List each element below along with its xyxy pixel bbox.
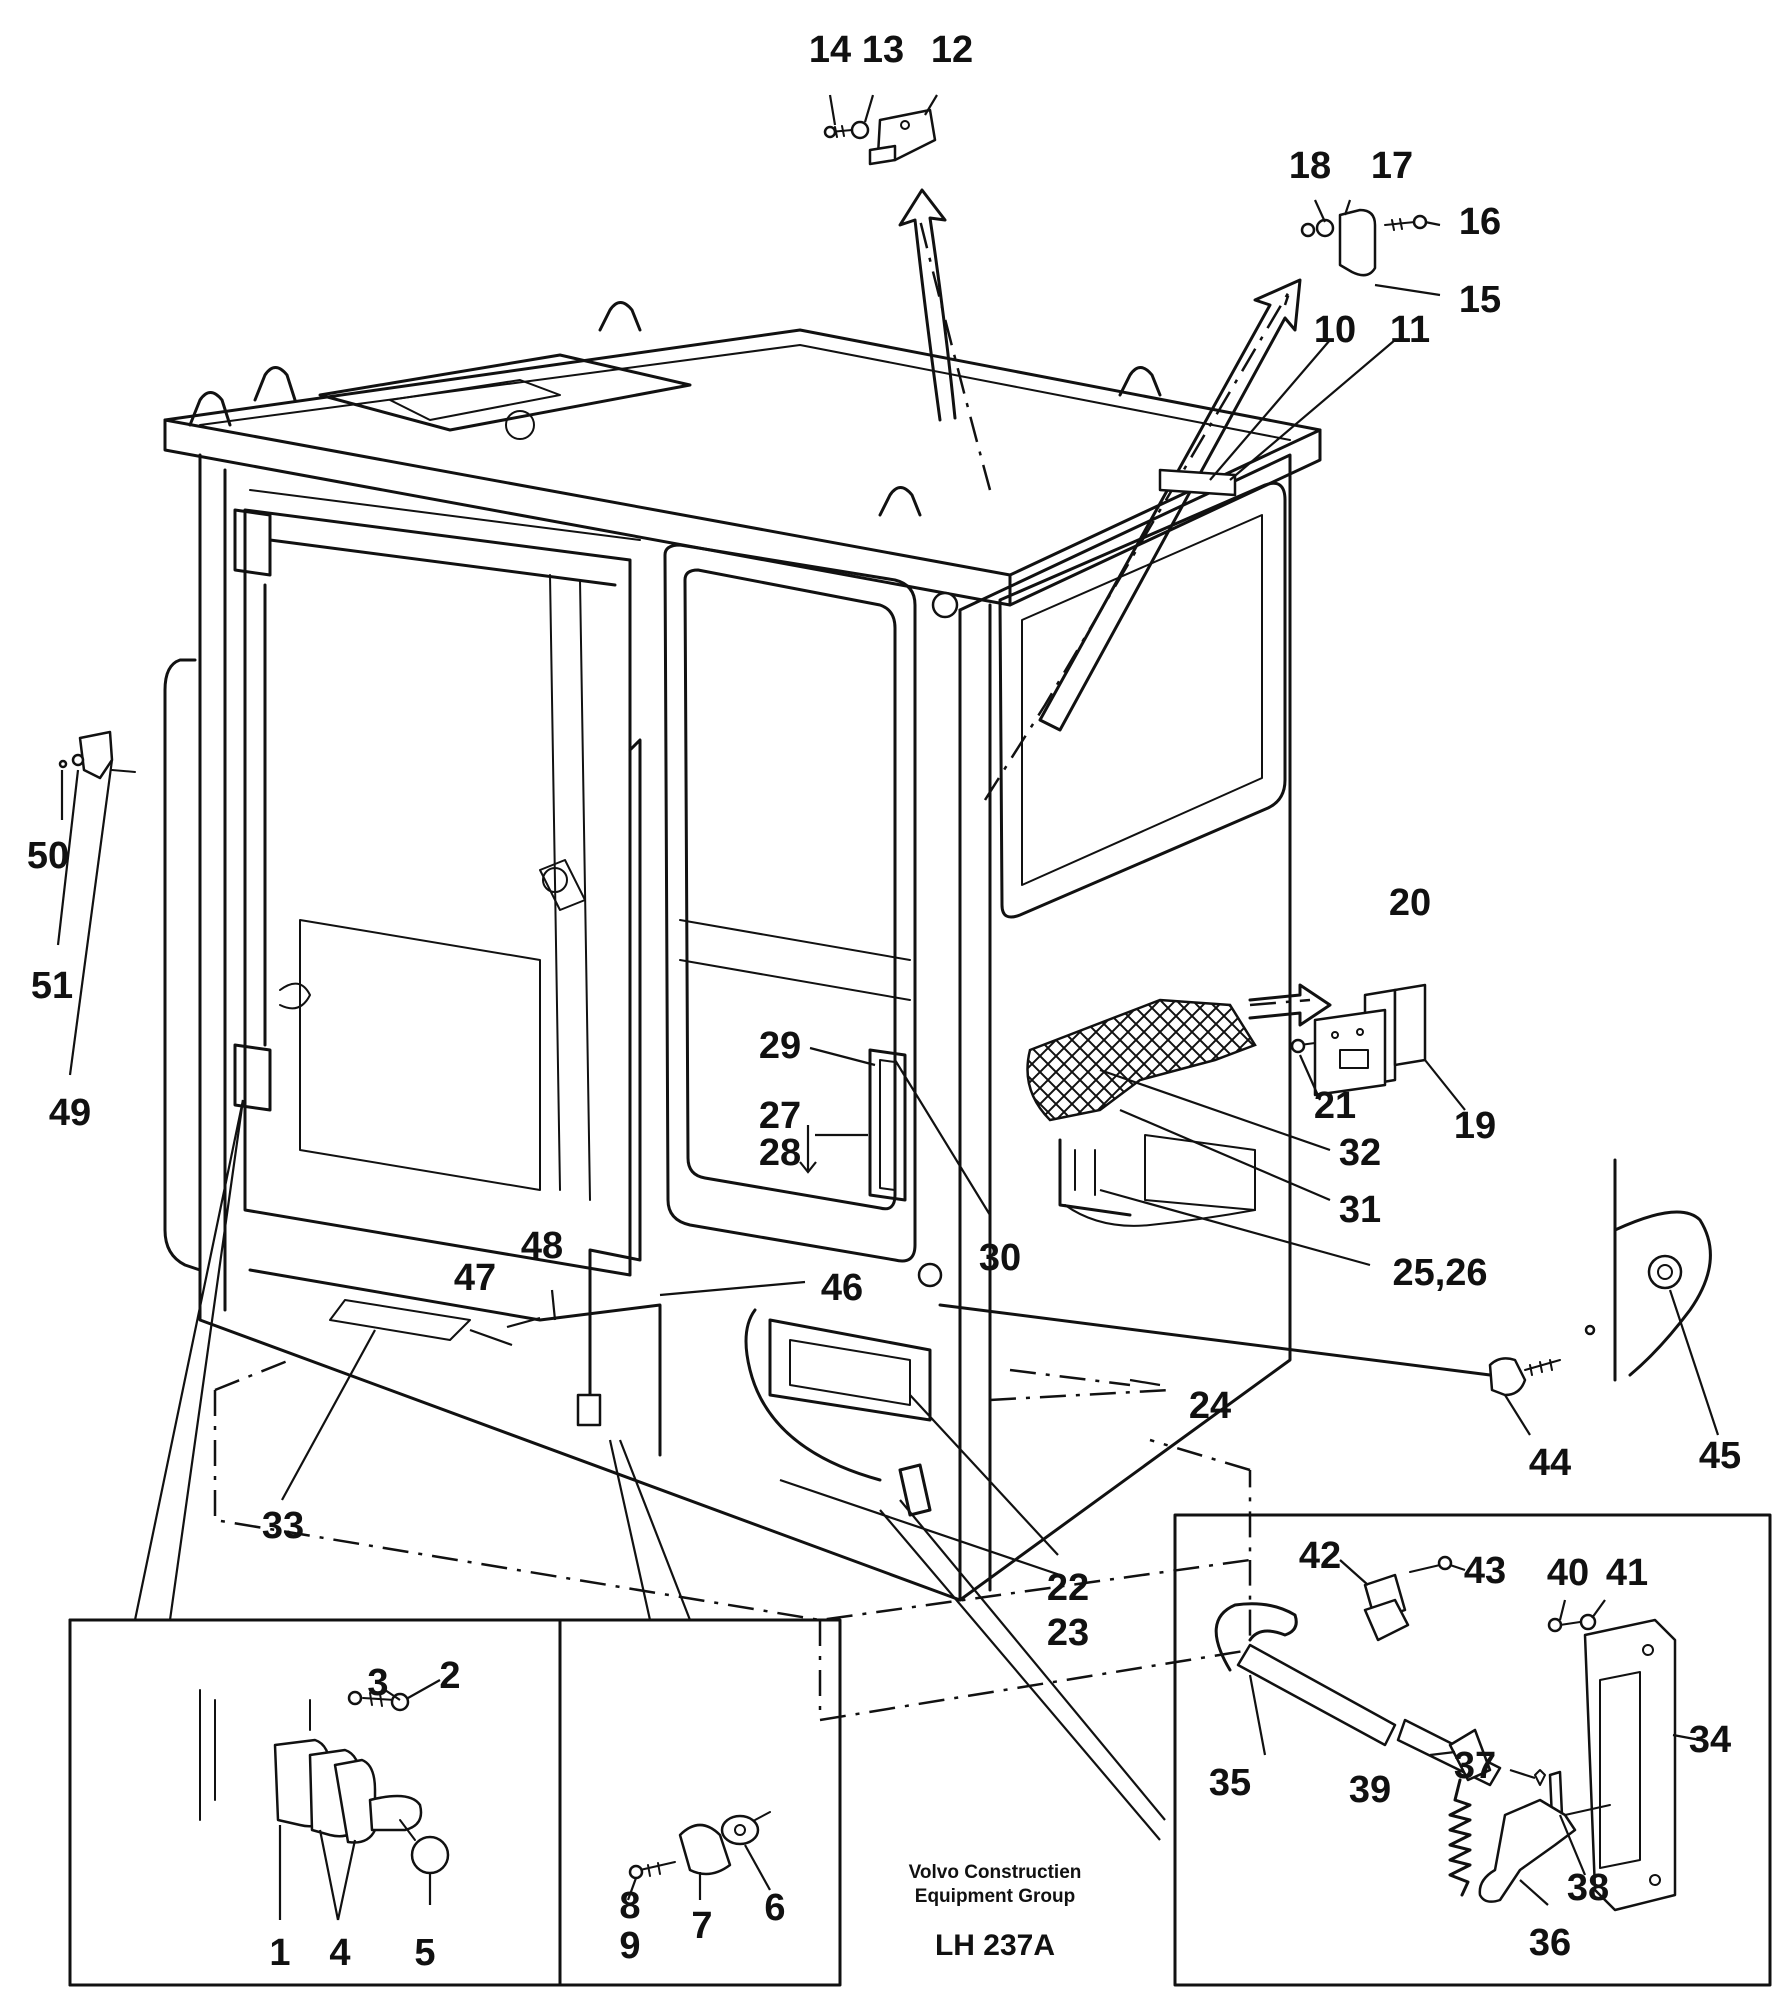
callout-25-26: 25,26 [1392, 1252, 1487, 1294]
callout-32: 32 [1339, 1132, 1381, 1174]
callout-14: 14 [809, 29, 851, 71]
callout-51: 51 [31, 965, 73, 1007]
leader-lines [56, 94, 1720, 1921]
clip-49-parts [58, 730, 136, 780]
callout-39: 39 [1349, 1769, 1391, 1811]
callout-29: 29 [759, 1025, 801, 1067]
callout-28: 28 [759, 1132, 801, 1174]
callout-16: 16 [1459, 201, 1501, 243]
drawing-code: LH 237A [935, 1929, 1055, 1962]
cab-body [163, 188, 1322, 1602]
hinge-detail-inset [68, 1099, 842, 1987]
bracket-12-parts [823, 108, 937, 166]
callout-22: 22 [1047, 1567, 1089, 1609]
callout-4: 4 [329, 1932, 350, 1974]
callout-34: 34 [1689, 1719, 1731, 1761]
callout-40: 40 [1547, 1552, 1589, 1594]
callout-17: 17 [1371, 145, 1413, 187]
callout-31: 31 [1339, 1189, 1381, 1231]
callout-1: 1 [269, 1932, 290, 1974]
callout-35: 35 [1209, 1762, 1251, 1804]
callout-20: 20 [1389, 882, 1431, 924]
callout-46: 46 [821, 1267, 863, 1309]
base-platform-outline [213, 1358, 1252, 1722]
callout-30: 30 [979, 1237, 1021, 1279]
callout-6: 6 [764, 1887, 785, 1929]
bracket-15-parts [1300, 208, 1428, 277]
callout-11: 11 [1390, 309, 1430, 351]
bracket-19-20-parts [1248, 983, 1427, 1097]
callout-44: 44 [1529, 1442, 1571, 1484]
callout-12: 12 [931, 29, 973, 71]
callout-18: 18 [1289, 145, 1331, 187]
drawing-credit: Volvo Constructien Equipment Group LH 23… [909, 1862, 1082, 1962]
callout-21: 21 [1314, 1085, 1356, 1127]
callout-10: 10 [1314, 309, 1356, 351]
callout-42: 42 [1299, 1535, 1341, 1577]
callout-36: 36 [1529, 1922, 1571, 1964]
callout-37: 37 [1454, 1745, 1496, 1787]
callout-24: 24 [1189, 1385, 1231, 1427]
callout-49: 49 [49, 1092, 91, 1134]
credit-company: Volvo Constructien [909, 1862, 1082, 1883]
callout-45: 45 [1699, 1435, 1741, 1477]
callout-labels: 14 13 12 18 17 16 15 10 11 50 51 49 20 2… [27, 29, 1741, 1974]
callout-27: 27 [759, 1095, 801, 1137]
callout-15: 15 [1459, 279, 1501, 321]
callout-5: 5 [414, 1932, 435, 1974]
credit-group: Equipment Group [915, 1886, 1075, 1907]
callout-3: 3 [367, 1662, 388, 1704]
callout-13: 13 [862, 29, 904, 71]
knob-44-45-parts [938, 1158, 1712, 1397]
callout-8: 8 [619, 1885, 640, 1927]
callout-38: 38 [1567, 1867, 1609, 1909]
callout-41: 41 [1606, 1552, 1648, 1594]
callout-33: 33 [262, 1505, 304, 1547]
callout-7: 7 [691, 1905, 712, 1947]
callout-50: 50 [27, 835, 69, 877]
callout-9: 9 [619, 1925, 640, 1967]
callout-43: 43 [1464, 1550, 1506, 1592]
callout-47: 47 [454, 1257, 496, 1299]
callout-23: 23 [1047, 1612, 1089, 1654]
callout-48: 48 [521, 1225, 563, 1267]
callout-2: 2 [439, 1655, 460, 1697]
callout-19: 19 [1454, 1105, 1496, 1147]
